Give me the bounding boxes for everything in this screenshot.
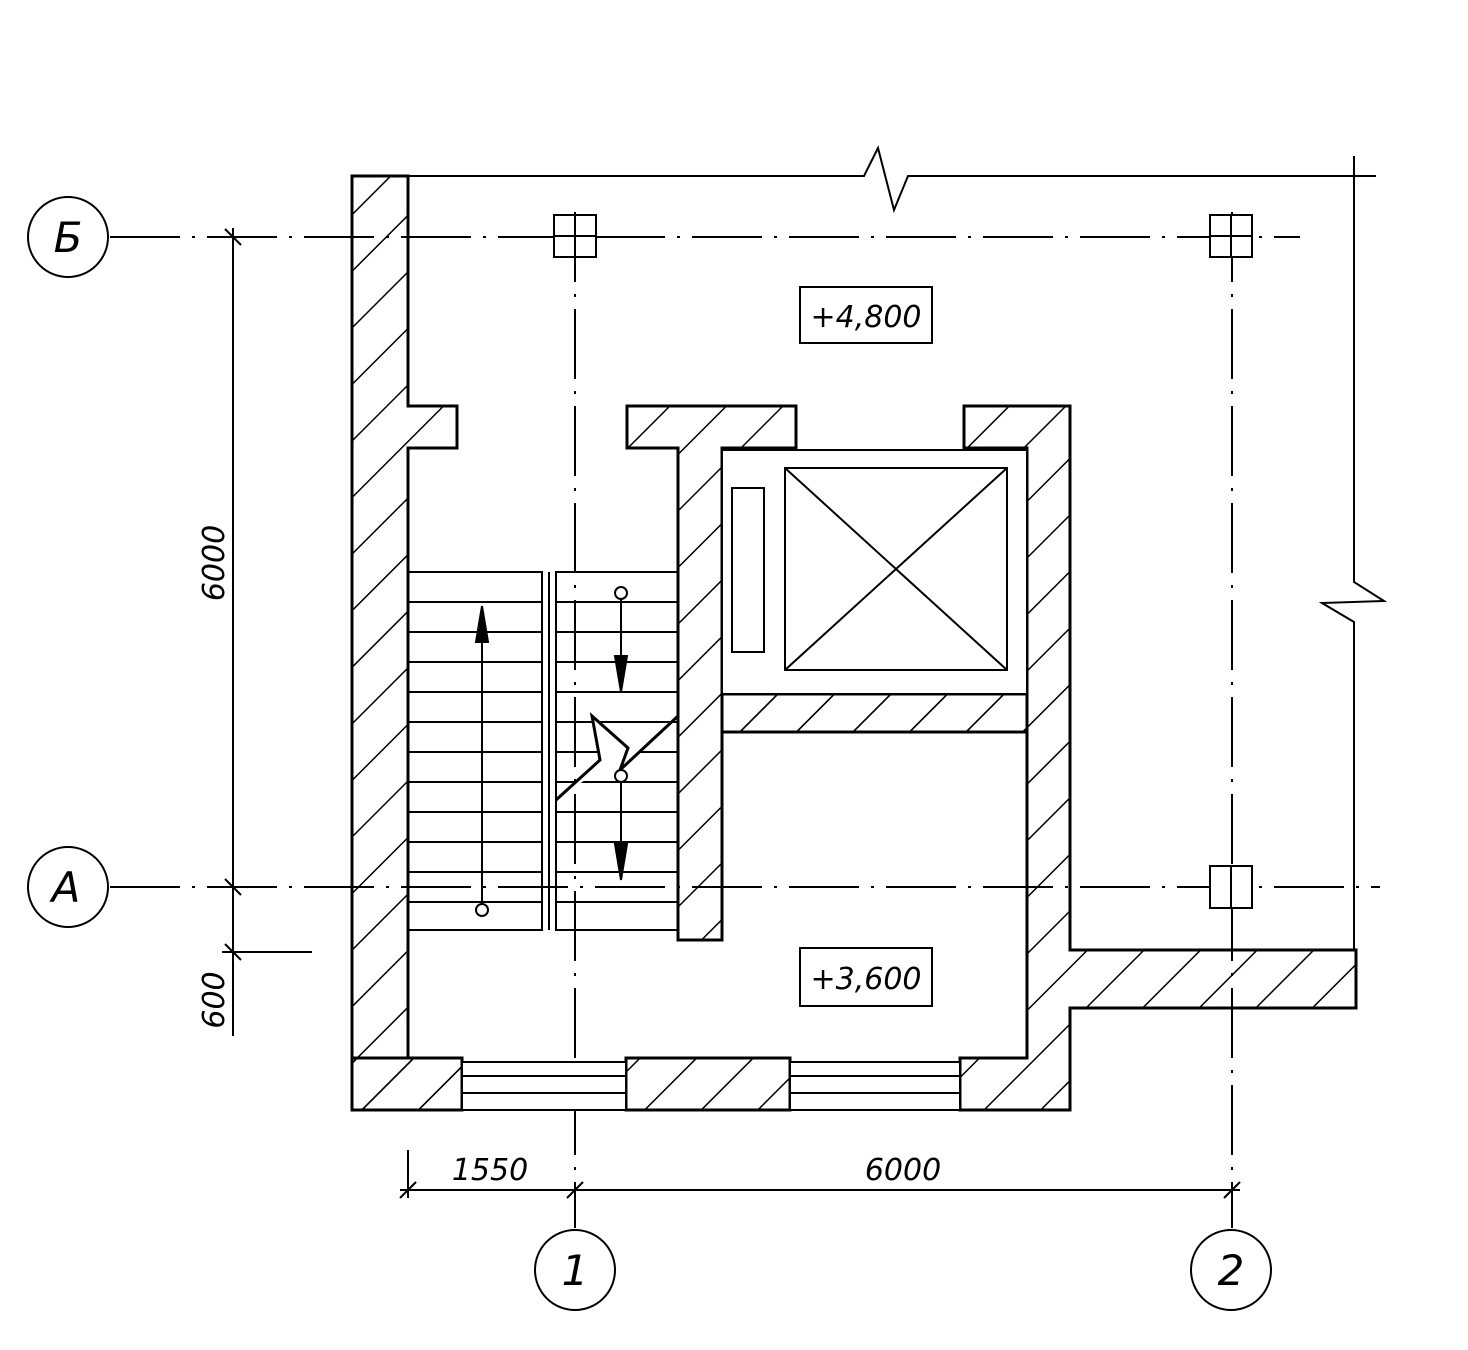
tick-a bbox=[224, 878, 242, 896]
window-right bbox=[789, 1061, 961, 1111]
dimension-horizontal-left: 1550 bbox=[452, 1153, 528, 1188]
axis-lines bbox=[110, 212, 1380, 1228]
lift-shaft-right-wall-fill bbox=[720, 692, 1029, 734]
down-arrow-head-bottom bbox=[613, 843, 629, 881]
lift-car bbox=[784, 467, 1008, 671]
lift-counterweight bbox=[731, 487, 765, 653]
floor-outline bbox=[408, 145, 1388, 950]
top-break-line bbox=[408, 145, 1376, 214]
axis-marker-b: Б bbox=[27, 196, 109, 278]
columns bbox=[553, 214, 1253, 909]
lift-shaft-inner bbox=[721, 449, 1028, 695]
bottom-wall-middle-pier bbox=[624, 1056, 792, 1112]
axis-marker-1: 1 bbox=[534, 1229, 616, 1311]
axis-label-a: А bbox=[49, 863, 81, 912]
stair-treads bbox=[408, 601, 678, 903]
elevation-mark-upper: +4,800 bbox=[799, 286, 933, 344]
staircase bbox=[407, 571, 680, 931]
axis-label-2: 2 bbox=[1218, 1246, 1245, 1295]
column-b1 bbox=[553, 214, 597, 258]
stair-break-line bbox=[554, 711, 680, 802]
down-start-marker-bottom bbox=[614, 769, 628, 783]
dimension-horizontal-main: 6000 bbox=[865, 1153, 941, 1188]
bottom-wall-left-pier bbox=[350, 1056, 464, 1112]
dimension-vertical-main: 6000 bbox=[197, 525, 232, 601]
lift bbox=[721, 449, 1028, 695]
column-a2 bbox=[1209, 865, 1253, 909]
axis-marker-2: 2 bbox=[1190, 1229, 1272, 1311]
right-break-line bbox=[1318, 156, 1388, 950]
windows bbox=[461, 1061, 961, 1111]
up-start-marker bbox=[475, 903, 489, 917]
lift-car-cross-2 bbox=[784, 467, 1008, 671]
tick-2 bbox=[1223, 1181, 1241, 1199]
column-b2 bbox=[1209, 214, 1253, 258]
dimension-vertical-offset: 600 bbox=[197, 971, 232, 1028]
tick-wall bbox=[399, 1181, 417, 1199]
elevation-lower-label: +3,600 bbox=[810, 962, 921, 997]
axis-label-b: Б bbox=[54, 213, 83, 262]
dimensions bbox=[222, 228, 1241, 1199]
tick-b bbox=[224, 228, 242, 246]
axis-label-1: 1 bbox=[562, 1246, 589, 1295]
down-arrow-head-top bbox=[613, 655, 629, 693]
down-start-marker-top bbox=[614, 586, 628, 600]
up-arrow-head bbox=[474, 605, 490, 643]
axis-marker-a: А bbox=[27, 846, 109, 928]
tick-1 bbox=[566, 1181, 584, 1199]
elevation-mark-lower: +3,600 bbox=[799, 947, 933, 1007]
elevation-upper-label: +4,800 bbox=[810, 300, 921, 335]
window-left bbox=[461, 1061, 627, 1111]
tick-600 bbox=[224, 943, 242, 961]
